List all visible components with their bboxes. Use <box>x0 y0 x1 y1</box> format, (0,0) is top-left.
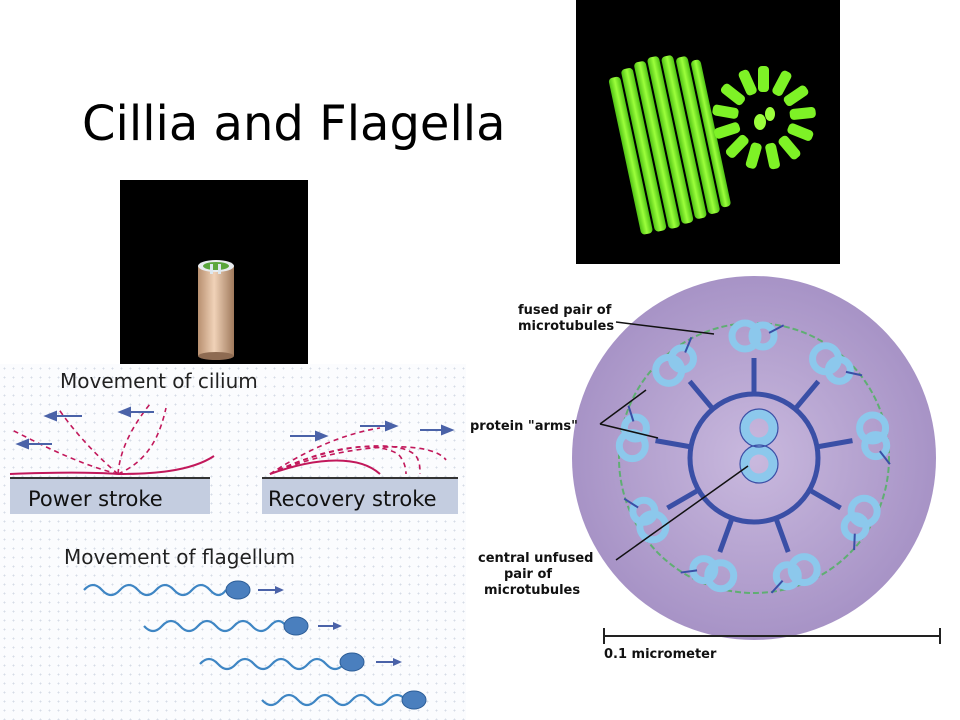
flagellum-cell-icon <box>199 652 402 672</box>
scale-label: 0.1 micrometer <box>604 647 717 662</box>
label-protein-arms: protein "arms" <box>470 419 578 434</box>
radial-spoke <box>687 379 715 411</box>
microtubule-doublet <box>680 555 738 593</box>
microtubule-doublet <box>623 496 670 544</box>
microtubule-doublet <box>652 336 697 387</box>
axoneme-cross-section: fused pair of microtubules protein "arms… <box>466 266 960 668</box>
label-central-1: central unfused <box>478 551 593 566</box>
radial-spoke <box>808 487 842 511</box>
microtubule-3d-image <box>576 0 840 264</box>
cilium-arrow-icon <box>290 420 455 442</box>
recovery-stroke-diagram: Recovery stroke <box>262 420 458 514</box>
label-fused-2: microtubules <box>518 319 614 334</box>
radial-spoke <box>717 517 735 553</box>
microtubule-doublet <box>615 405 650 463</box>
cilium-heading: Movement of cilium <box>60 369 258 393</box>
flagellum-sequence <box>83 580 427 710</box>
label-central-2: pair of <box>504 567 552 582</box>
microtubule-doublet <box>728 319 785 353</box>
flagellum-cell-icon <box>143 616 342 636</box>
radial-spoke <box>666 487 700 511</box>
microtubule-doublet <box>840 494 881 551</box>
cilium-cylinder-image <box>120 180 308 364</box>
radial-spoke <box>816 438 853 450</box>
movement-diagram: Movement of cilium Power stroke <box>0 364 466 720</box>
radial-spoke <box>793 379 821 411</box>
radial-spoke <box>655 438 692 450</box>
flagellum-cell-icon <box>261 690 427 710</box>
power-stroke-diagram: Power stroke <box>9 403 215 514</box>
radial-spoke <box>773 517 791 553</box>
scale-bar <box>603 628 941 644</box>
slide-title: Cillia and Flagella <box>82 96 506 152</box>
label-central-3: microtubules <box>484 583 580 598</box>
label-fused-1: fused pair of <box>518 303 612 318</box>
central-pair <box>740 409 778 483</box>
microtubule-doublet <box>809 342 863 385</box>
cilium-arrow-icon <box>15 406 154 450</box>
microtubule-doublet <box>856 411 891 465</box>
recovery-stroke-label: Recovery stroke <box>268 487 437 511</box>
power-stroke-label: Power stroke <box>28 487 163 511</box>
microtubule-doublet <box>770 553 821 594</box>
flagellum-heading: Movement of flagellum <box>64 545 295 569</box>
flagellum-cell-icon <box>83 580 284 600</box>
